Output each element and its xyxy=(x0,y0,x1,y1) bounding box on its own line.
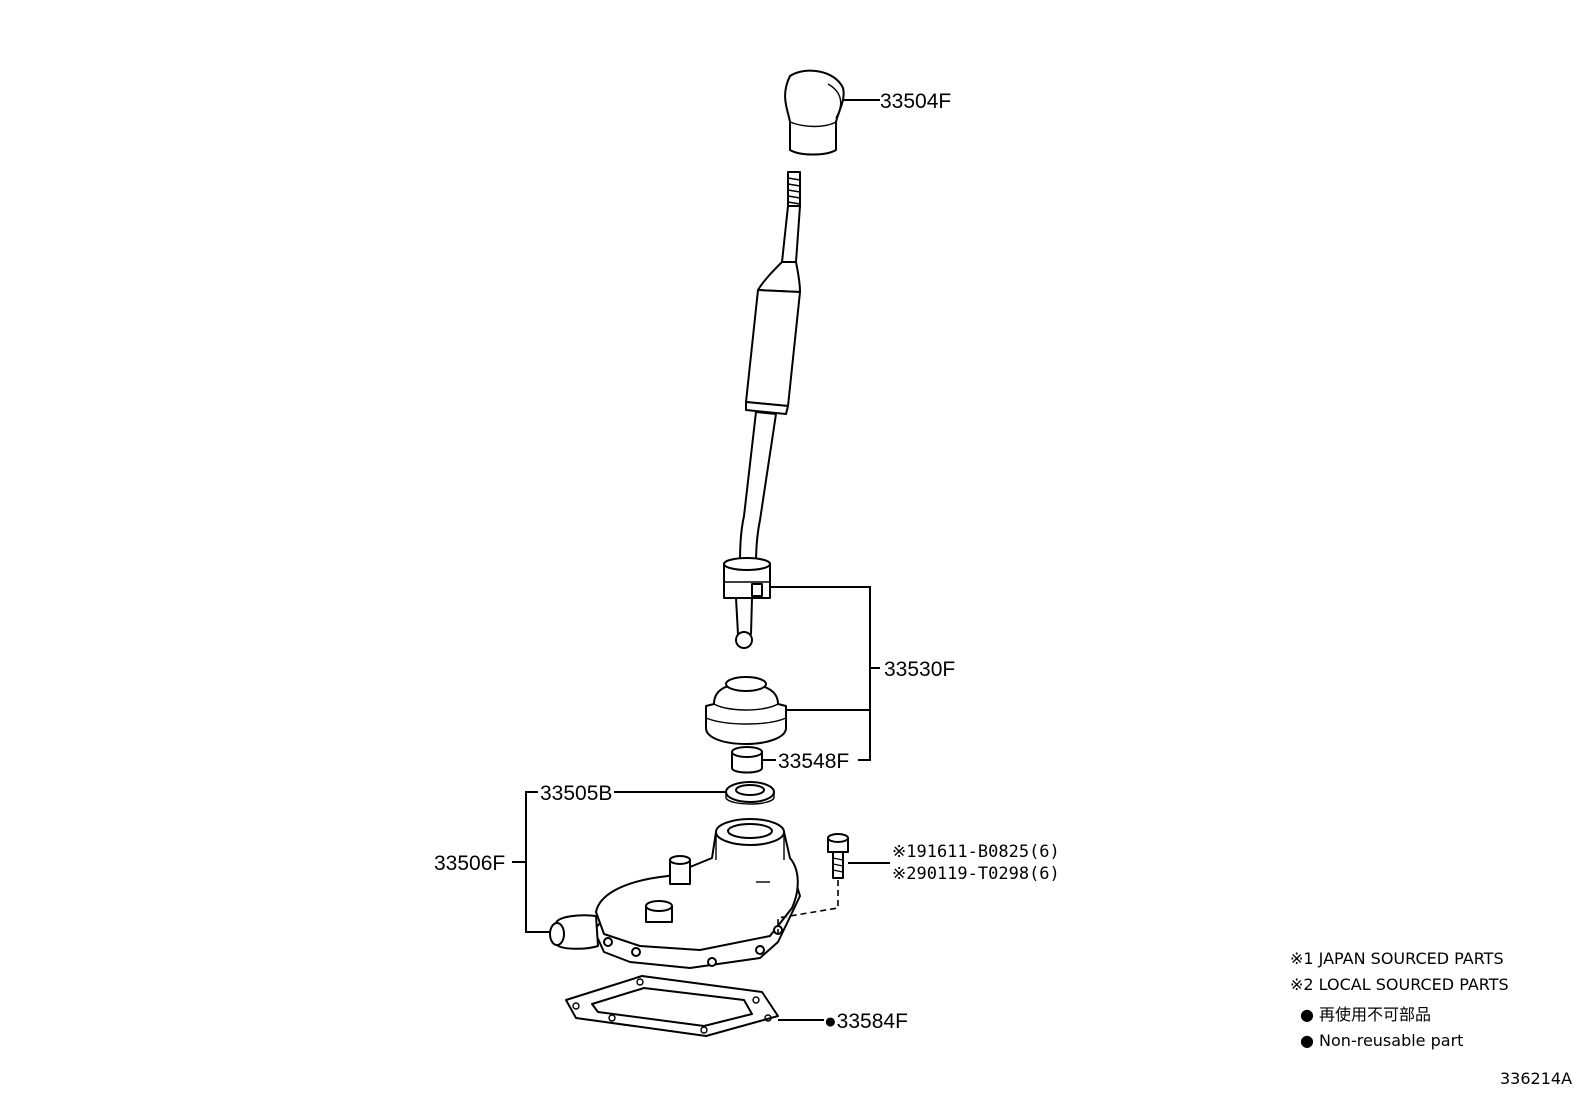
bolt xyxy=(827,833,849,879)
lever-housing xyxy=(549,818,801,969)
bolt-path xyxy=(777,880,839,934)
bracket-housing xyxy=(525,791,560,933)
callout-housing: 33506F xyxy=(434,852,505,875)
legend-nonreuse-en: ● Non-reusable part xyxy=(1300,1031,1463,1050)
legend-japan: ※1 JAPAN SOURCED PARTS xyxy=(1290,949,1504,968)
callout-bolt-2: ※290119-T0298(6) xyxy=(892,864,1060,884)
shift-knob xyxy=(784,69,845,156)
bracket-lever-assy xyxy=(770,586,871,761)
callout-bushing: 33548F xyxy=(778,750,849,773)
callout-lever-assy: 33530F xyxy=(884,658,955,681)
callout-gasket: ●33584F xyxy=(824,1010,908,1033)
legend-local: ※2 LOCAL SOURCED PARTS xyxy=(1290,975,1509,994)
gasket xyxy=(565,975,779,1037)
legend-nonreuse-jp: ● 再使用不可部品 xyxy=(1300,1005,1431,1024)
bushing xyxy=(731,746,763,774)
callout-bolt-1: ※191611-B0825(6) xyxy=(892,842,1060,862)
callout-retainer: 33505B xyxy=(540,782,612,805)
legend: ※1 JAPAN SOURCED PARTS ※2 LOCAL SOURCED … xyxy=(1290,949,1509,1050)
callout-knob: 33504F xyxy=(880,90,951,113)
figure-code: 336214A xyxy=(1500,1069,1572,1088)
retainer-ring xyxy=(725,781,775,805)
shift-lever xyxy=(723,171,801,649)
dust-boot xyxy=(705,676,787,745)
